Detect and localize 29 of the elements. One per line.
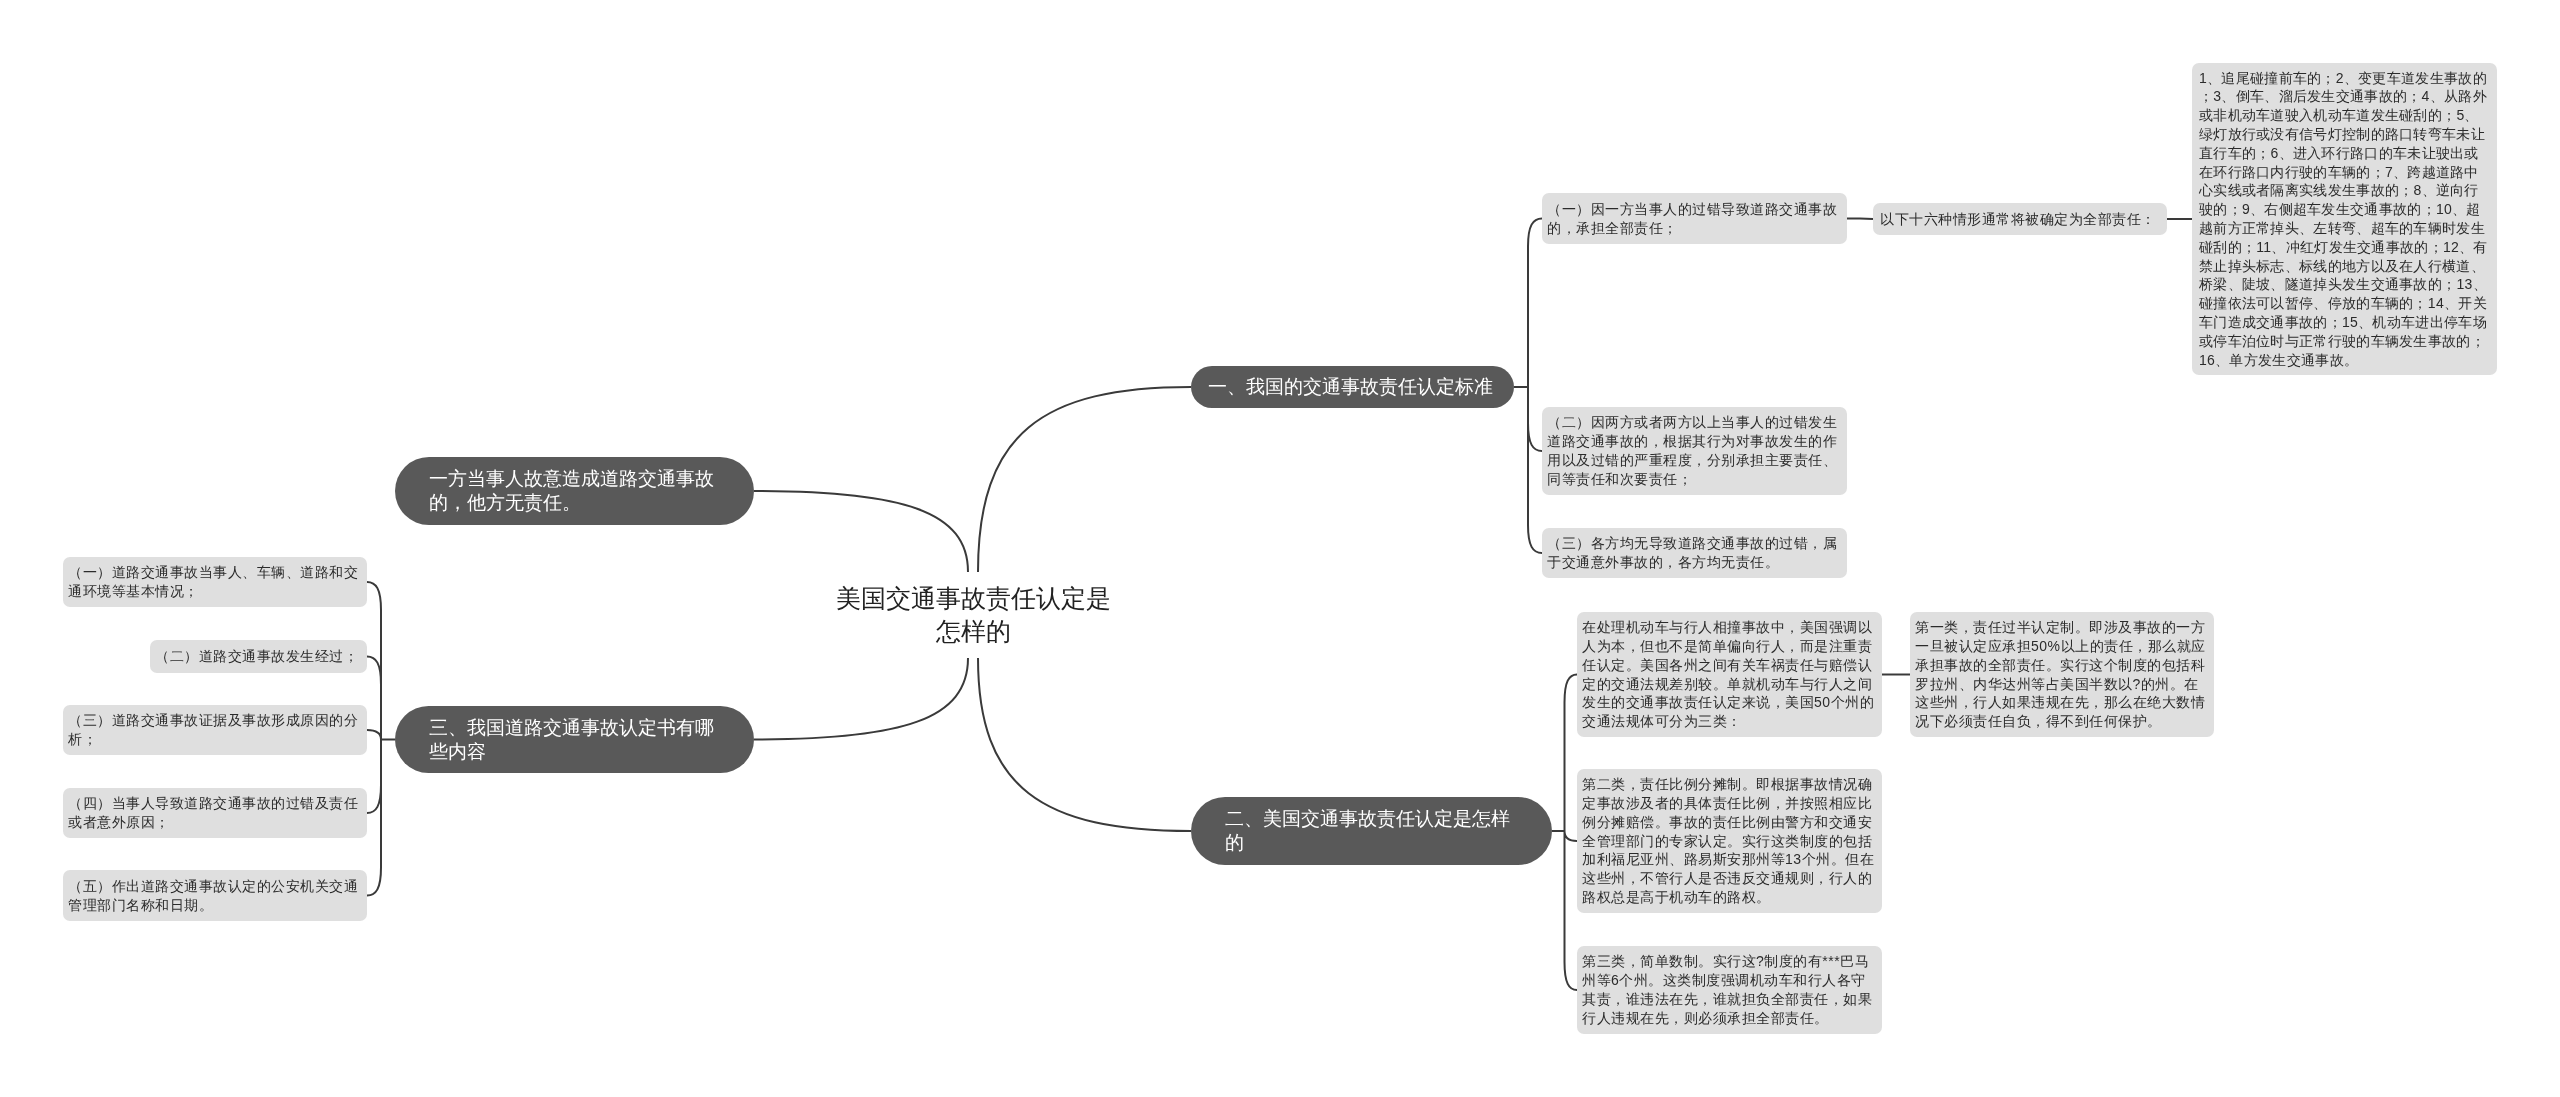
note-box: （五）作出道路交通事故认定的公安机关交通管理部门名称和日期。 xyxy=(63,870,367,921)
note-box: 在处理机动车与行人相撞事故中，美国强调以人为本，但也不是简单偏向行人，而是注重责任认定。美国各州之间有关车祸责任与赔偿认定的交通法规差别较。单就机动车与行人之间发生的交通事故责任认定来说，美国50个州的交通法规体可分为三类： xyxy=(1577,612,1882,737)
connector-line xyxy=(753,490,969,573)
connector-line xyxy=(1513,217,1543,554)
note-box: （二）因两方或者两方以上当事人的过错发生道路交通事故的，根据其行为对事故发生的作用以及过错的严重程度，分别承担主要责任、同等责任和次要责任； xyxy=(1542,407,1847,495)
connector-line xyxy=(2166,218,2193,220)
connector-line xyxy=(1881,673,1911,676)
note-box: （三）各方均无导致道路交通事故的过错，属于交通意外事故的，各方均无责任。 xyxy=(1542,528,1847,578)
note-box: （三）道路交通事故证据及事故形成原因的分析； xyxy=(63,705,367,755)
connector-line xyxy=(753,657,969,741)
topic-pill: 一、我国的交通事故责任认定标准 xyxy=(1191,366,1514,408)
connector-line xyxy=(1846,217,1874,220)
connector-line xyxy=(366,581,396,897)
connector-line xyxy=(977,386,1192,573)
topic-pill: 二、美国交通事故责任认定是怎样的 xyxy=(1191,797,1552,865)
connector-line xyxy=(1551,673,1578,991)
central-topic: 美国交通事故责任认定是怎样的 xyxy=(828,572,1118,658)
note-box: 1、追尾碰撞前车的；2、变更车道发生事故的；3、倒车、溜后发生交通事故的；4、从路外或非机动车道驶入机动车道发生碰刮的；5、绿灯放行或没有信号灯控制的路口转弯车未让直行车的；6、进入环行路口的车未让驶出或在环行路口内行驶的车辆的；7、跨越道路中心实线或者隔离实线发生事故的；8、逆向行驶的；9、右侧超车发生交通事故的；10、超越前方正常掉头、左转弯、超车的车辆时发生碰刮的；11、冲红灯发生交通事故的；12、有禁止掉头标志、标线的地方以及在人行横道、桥梁、陡坡、隧道掉头发生交通事故的；13、碰撞依法可以暂停、停放的车辆的；14、开关车门造成交通事故的；15、机动车进出停车场或停车泊位时与正常行驶的车辆发生事故的；16、单方发生交通事故。 xyxy=(2192,63,2497,375)
connector-line xyxy=(977,657,1192,832)
note-box: 第三类，简单数制。实行这?制度的有***巴马州等6个州。这类制度强调机动车和行人各守其责，谁违法在先，谁就担负全部责任，如果行人违规在先，则必须承担全部责任。 xyxy=(1577,946,1882,1034)
note-box: 以下十六种情形通常将被确定为全部责任： xyxy=(1873,203,2167,235)
note-box: （四）当事人导致道路交通事故的过错及责任或者意外原因； xyxy=(63,788,367,838)
note-box: （二）道路交通事故发生经过； xyxy=(150,640,367,673)
note-box: （一）因一方当事人的过错导致道路交通事故的，承担全部责任； xyxy=(1542,193,1847,244)
note-box: 第二类，责任比例分摊制。即根据事故情况确定事故涉及者的具体责任比例，并按照相应比例分摊赔偿。事故的责任比例由警方和交通安全管理部门的专家认定。实行这类制度的包括加利福尼亚州、路易斯安那州等13个州。但在这些州，不管行人是否违反交通规则，行人的路权总是高于机动车的路权。 xyxy=(1577,769,1882,913)
topic-pill: 一方当事人故意造成道路交通事故的，他方无责任。 xyxy=(395,457,754,525)
note-box: （一）道路交通事故当事人、车辆、道路和交通环境等基本情况； xyxy=(63,557,367,607)
note-box: 第一类，责任过半认定制。即涉及事故的一方一旦被认定应承担50%以上的责任，那么就应承担事故的全部责任。实行这个制度的包括科罗拉州、内华达州等占美国半数以?的州。在这些州，行人如果违规在先，那么在绝大数情况下必须责任自负，得不到任何保护。 xyxy=(1910,612,2214,737)
topic-pill: 三、我国道路交通事故认定书有哪些内容 xyxy=(395,706,754,773)
